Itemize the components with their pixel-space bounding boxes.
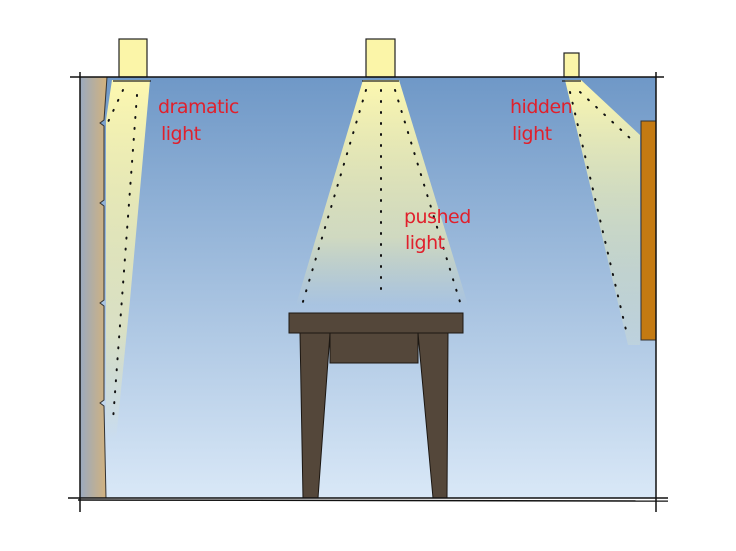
dramatic-light-beam [106,80,150,440]
pushed-light-beam [296,80,468,305]
table [288,312,464,499]
hidden-light-label-line2: light [512,123,552,145]
dramatic-light-label-line2: light [161,123,201,145]
pushed-light-label-line1: pushed [404,206,471,228]
pushed-light-fixture [365,38,396,78]
hidden-light-label-line1: hidden [510,96,572,118]
pushed-light-label-line2: light [405,232,445,254]
textured-wall [79,76,108,499]
hidden-light-fixture [563,52,580,78]
beam-dotted-lines [107,89,633,421]
artwork-panel [640,120,657,341]
dramatic-light-label-line1: dramatic [158,96,239,118]
dramatic-light-fixture [118,38,148,78]
room-outline [68,72,669,512]
